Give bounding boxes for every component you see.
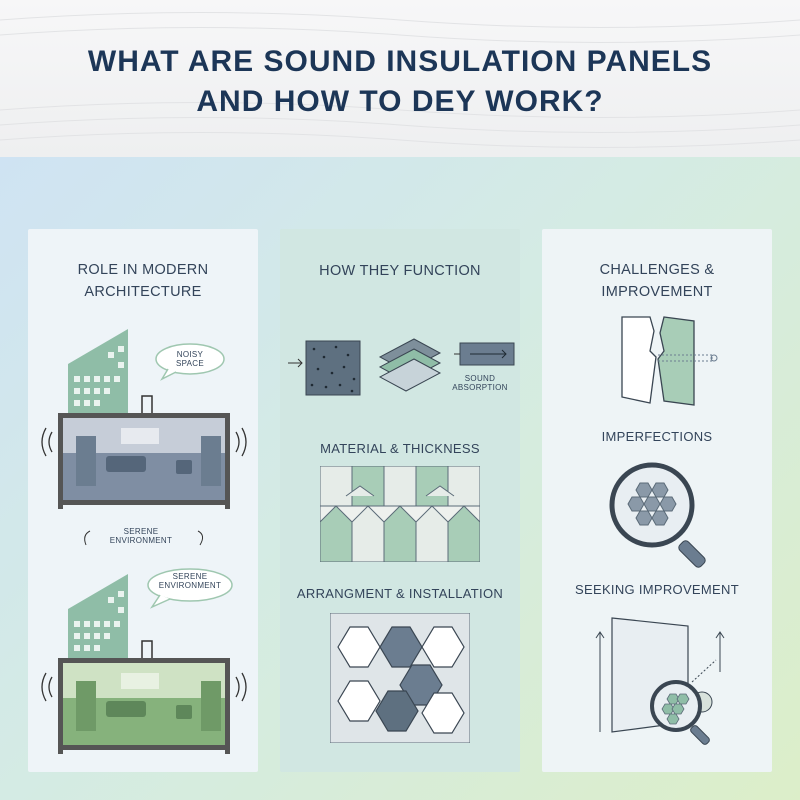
serene-bubble-line-2: ENVIRONMENT	[158, 581, 222, 590]
material-heading: MATERIAL & THICKNESS	[320, 441, 480, 456]
serene-caption-line-1: SERENE	[123, 527, 159, 536]
seeking-heading: SEEKING IMPROVEMENT	[575, 582, 739, 597]
noisy-bubble-text: NOISY SPACE	[158, 350, 222, 368]
sound-label-line-1: SOUND	[464, 374, 496, 383]
role-heading: ROLE IN MODERN ARCHITECTURE	[28, 259, 258, 303]
gap-panels-icon	[621, 316, 718, 406]
serene-speech-bubble	[147, 568, 233, 609]
noisy-bubble-line-2: SPACE	[175, 359, 205, 368]
noisy-bubble-line-1: NOISY	[176, 350, 204, 359]
magnifier-imperfections-icon	[609, 462, 706, 568]
column-challenges-improvement: CHALLENGES & IMPROVEMENT IMPERFECTIONS	[542, 229, 772, 772]
role-heading-line-2: ARCHITECTURE	[84, 284, 202, 300]
challenges-heading: CHALLENGES & IMPROVEMENT	[542, 259, 772, 303]
sound-absorption-label: SOUND ABSORPTION	[448, 374, 512, 392]
title-line-2: AND HOW TO DEY WORK?	[196, 85, 604, 118]
imperfections-heading: IMPERFECTIONS	[601, 429, 713, 444]
serene-bubble-text: SERENE ENVIRONMENT	[146, 572, 234, 590]
title-line-1: WHAT ARE SOUND INSULATION PANELS	[87, 45, 713, 78]
seeking-improvement-icon	[595, 617, 725, 745]
serene-bubble-line-1: SERENE	[172, 572, 208, 581]
function-heading: HOW THEY FUNCTION	[319, 263, 481, 279]
header-banner: WHAT ARE SOUND INSULATION PANELS AND HOW…	[0, 0, 800, 157]
arrangement-illustration	[330, 613, 470, 743]
wave-pattern	[0, 12, 800, 148]
sound-absorption-illustration	[288, 338, 515, 396]
material-thickness-illustration	[320, 466, 480, 562]
content-area: ROLE IN MODERN ARCHITECTURE	[0, 157, 800, 800]
serene-building-illustration	[41, 574, 247, 754]
role-heading-line-1: ROLE IN MODERN	[77, 262, 209, 278]
noisy-building-illustration	[41, 329, 247, 509]
serene-caption: SERENE ENVIRONMENT	[86, 527, 196, 545]
arrangement-heading: ARRANGMENT & INSTALLATION	[296, 586, 504, 601]
challenges-heading-line-1: CHALLENGES &	[599, 262, 715, 278]
serene-caption-line-2: ENVIRONMENT	[109, 536, 173, 545]
noisy-speech-bubble	[155, 343, 225, 381]
page-title: WHAT ARE SOUND INSULATION PANELS AND HOW…	[0, 42, 800, 122]
serene-arrows	[84, 530, 204, 546]
column-role-architecture: ROLE IN MODERN ARCHITECTURE	[28, 229, 258, 772]
column-how-they-function: HOW THEY FUNCTION SOUND ABSORPTION MATER…	[280, 229, 520, 772]
sound-label-line-2: ABSORPTION	[452, 383, 508, 392]
challenges-heading-line-2: IMPROVEMENT	[601, 284, 713, 300]
